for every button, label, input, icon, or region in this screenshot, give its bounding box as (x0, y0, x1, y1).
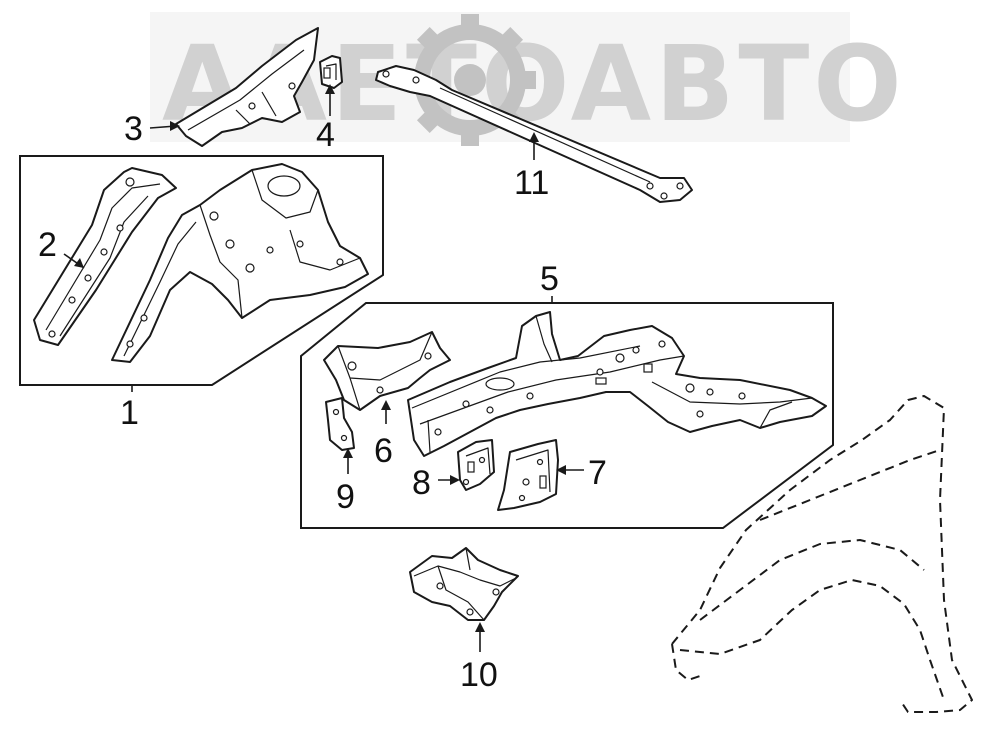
part-cowl-side (175, 27, 319, 147)
part-small-plate (325, 397, 355, 451)
part-wheelhouse (111, 163, 369, 363)
part-frame-end-bracket (323, 331, 451, 411)
callout-2: 2 (38, 226, 57, 264)
part-mount-bracket (409, 547, 519, 621)
group-box-5 (300, 302, 834, 529)
part-apron-rail (33, 167, 177, 346)
callout-7: 7 (588, 454, 607, 492)
callout-9: 9 (336, 478, 355, 516)
callout-5: 5 (540, 260, 559, 298)
callout-1: 1 (120, 394, 139, 432)
part-bracket-8 (457, 439, 495, 491)
callout-11: 11 (514, 164, 549, 202)
callout-3: 3 (124, 110, 143, 148)
part-small-bracket (319, 55, 343, 89)
part-plate-7 (497, 439, 559, 511)
callout-4: 4 (316, 116, 335, 154)
watermark: AAETOABTO (150, 12, 902, 146)
callout-6: 6 (374, 432, 393, 470)
fender-outline (671, 395, 973, 713)
group-box-1 (19, 155, 384, 386)
callout-10: 10 (460, 656, 498, 694)
part-front-side-frame (407, 311, 827, 457)
callout-8: 8 (412, 464, 431, 502)
